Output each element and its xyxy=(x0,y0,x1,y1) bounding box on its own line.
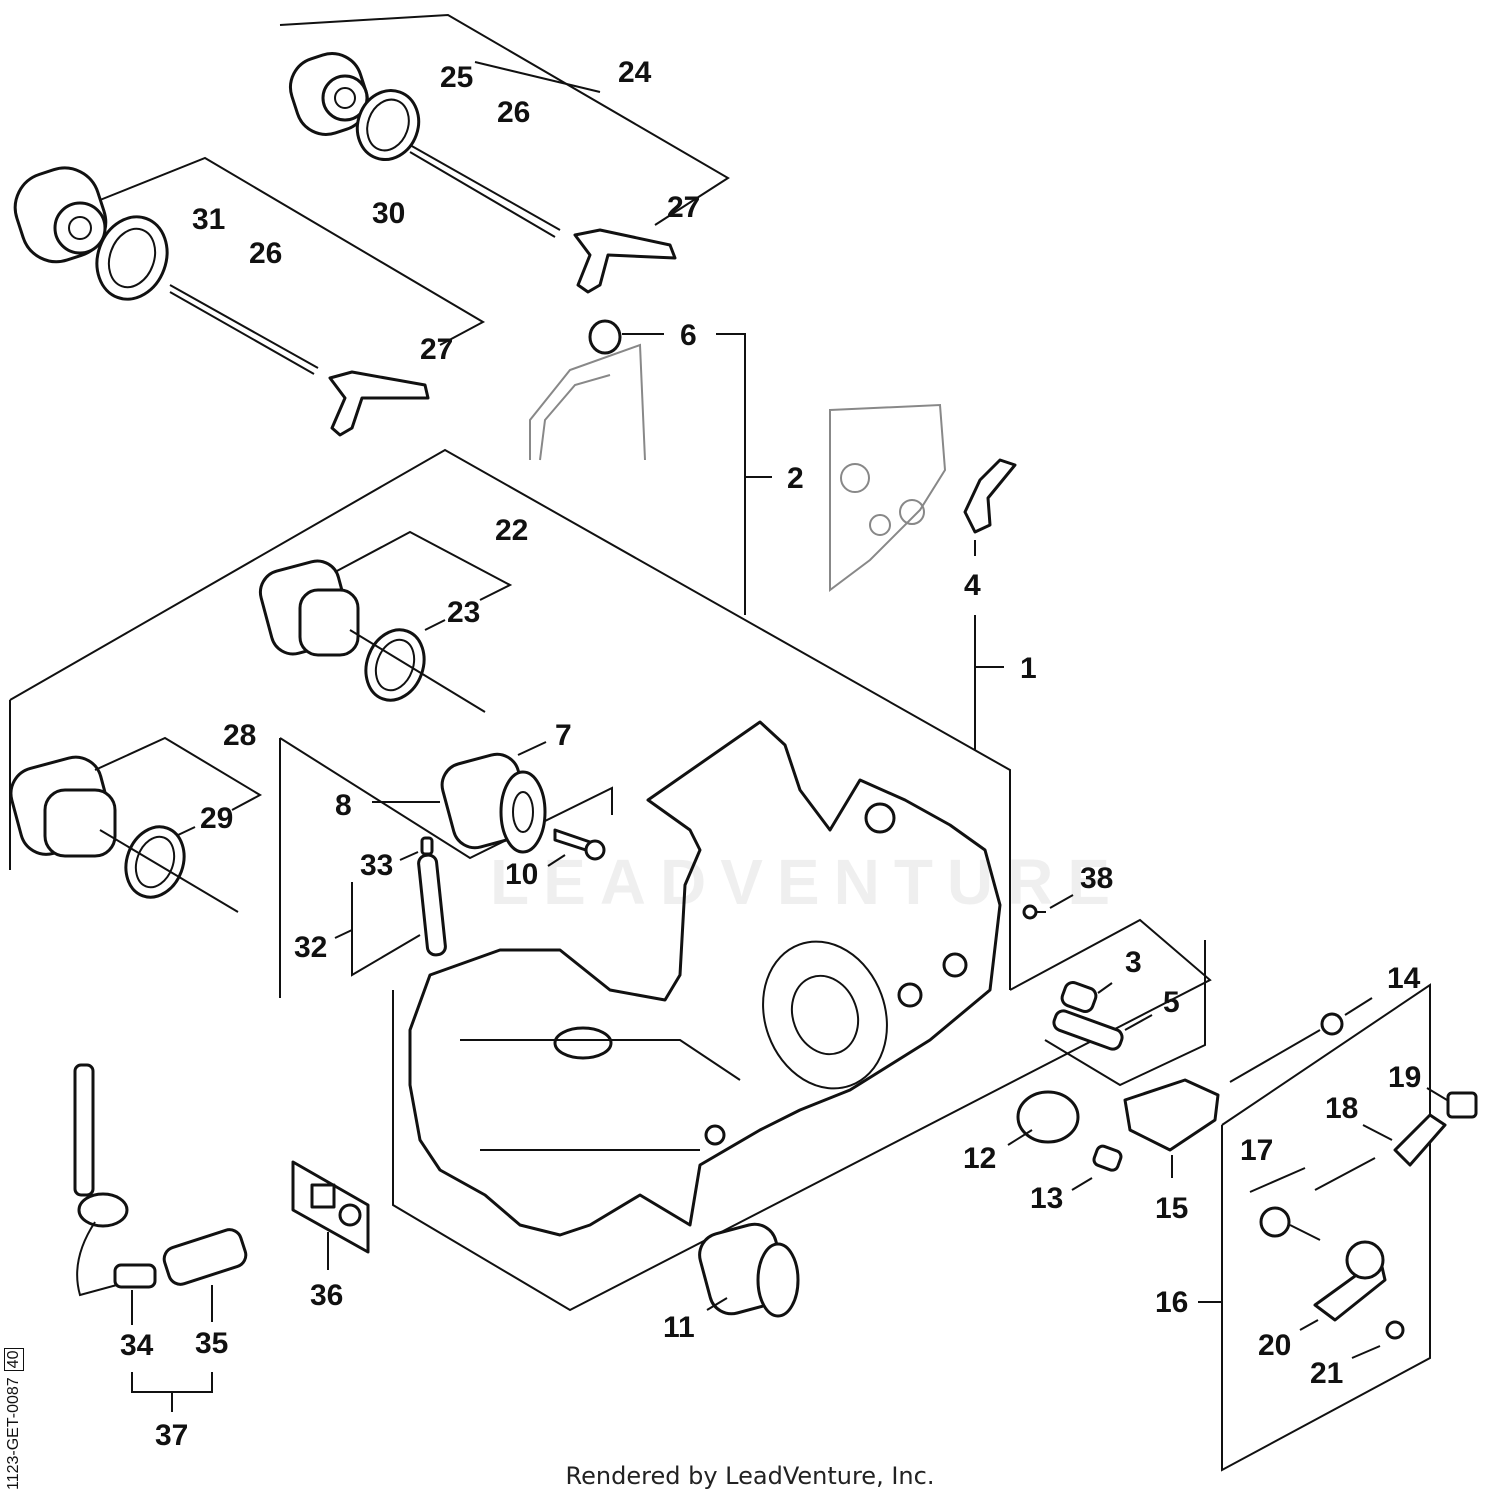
footer-credit: Rendered by LeadVenture, Inc. xyxy=(565,1462,935,1490)
callout-26-upper: 26 xyxy=(497,96,530,129)
callout-2: 2 xyxy=(787,462,804,495)
callout-23: 23 xyxy=(447,596,480,629)
callout-12: 12 xyxy=(963,1142,996,1175)
callout-36: 36 xyxy=(310,1279,343,1312)
callout-27-middle: 27 xyxy=(420,333,453,366)
part-3-5-plug-and-screw xyxy=(1052,981,1153,1051)
part-4-clip xyxy=(963,458,1017,750)
callout-5: 5 xyxy=(1163,986,1180,1019)
callout-1: 1 xyxy=(1020,652,1037,685)
callout-14: 14 xyxy=(1387,962,1421,995)
callout-35: 35 xyxy=(195,1327,228,1360)
document-id: 1123-GET-0087 40 xyxy=(4,1347,24,1490)
part-22-oil-pump xyxy=(258,530,513,713)
callout-6: 6 xyxy=(680,319,697,352)
callout-22: 22 xyxy=(495,514,528,547)
part-7-8-bushing xyxy=(372,741,547,854)
callout-3: 3 xyxy=(1125,946,1142,979)
part-38-screw xyxy=(1022,894,1074,920)
callout-10: 10 xyxy=(505,858,538,891)
watermark: LEADVENTURE xyxy=(490,846,1125,918)
group-box-outlines xyxy=(9,448,1431,1472)
callout-20: 20 xyxy=(1258,1329,1291,1362)
part-1-crankcase xyxy=(408,720,1002,1237)
part-15-tensioner-housing xyxy=(1123,1078,1220,1178)
callout-4: 4 xyxy=(964,569,981,602)
callout-18: 18 xyxy=(1325,1092,1358,1125)
part-6-plug-and-housing-ghost xyxy=(529,319,772,615)
part-oil-pump-assy-middle xyxy=(13,156,486,437)
callout-15: 15 xyxy=(1155,1192,1188,1225)
callout-38: 38 xyxy=(1080,862,1113,895)
part-2-housing-ghost xyxy=(829,403,947,592)
callout-16: 16 xyxy=(1155,1286,1188,1319)
part-12-13-cap-and-nut xyxy=(1007,1090,1123,1191)
part-34-35-oil-hose-filter xyxy=(73,1063,248,1412)
callout-13: 13 xyxy=(1030,1182,1063,1215)
callout-labels: 1 2 3 4 5 6 7 8 10 11 12 13 14 15 16 17 … xyxy=(120,56,1421,1452)
callout-33: 33 xyxy=(360,849,393,882)
callout-25: 25 xyxy=(440,61,473,94)
callout-7: 7 xyxy=(555,719,572,752)
part-32-33-pin xyxy=(334,836,447,977)
callout-26-middle: 26 xyxy=(249,237,282,270)
part-36-warning-label xyxy=(291,1160,370,1270)
callout-28: 28 xyxy=(223,719,256,752)
callout-19: 19 xyxy=(1388,1061,1421,1094)
part-14-bolt xyxy=(1229,997,1373,1083)
callout-29: 29 xyxy=(200,802,233,835)
callout-24: 24 xyxy=(618,56,652,89)
callout-17: 17 xyxy=(1240,1134,1273,1167)
callout-37: 37 xyxy=(155,1419,188,1452)
callout-11: 11 xyxy=(663,1311,695,1344)
part-oil-pump-assy-upper xyxy=(279,13,730,294)
part-10-screw xyxy=(547,828,606,867)
document-id-text: 1123-GET-0087 xyxy=(5,1377,22,1490)
callout-30: 30 xyxy=(372,197,405,230)
callout-21: 21 xyxy=(1310,1357,1343,1390)
document-revision: 40 xyxy=(4,1347,24,1372)
part-16-21-tensioner-parts xyxy=(1198,1087,1478,1359)
callout-27-upper: 27 xyxy=(667,191,700,224)
callout-31: 31 xyxy=(192,203,225,236)
part-28-oil-pump xyxy=(9,736,263,913)
part-11-bushing xyxy=(698,1222,800,1318)
callout-8: 8 xyxy=(335,789,352,822)
callout-32: 32 xyxy=(294,931,327,964)
callout-34: 34 xyxy=(120,1329,154,1362)
